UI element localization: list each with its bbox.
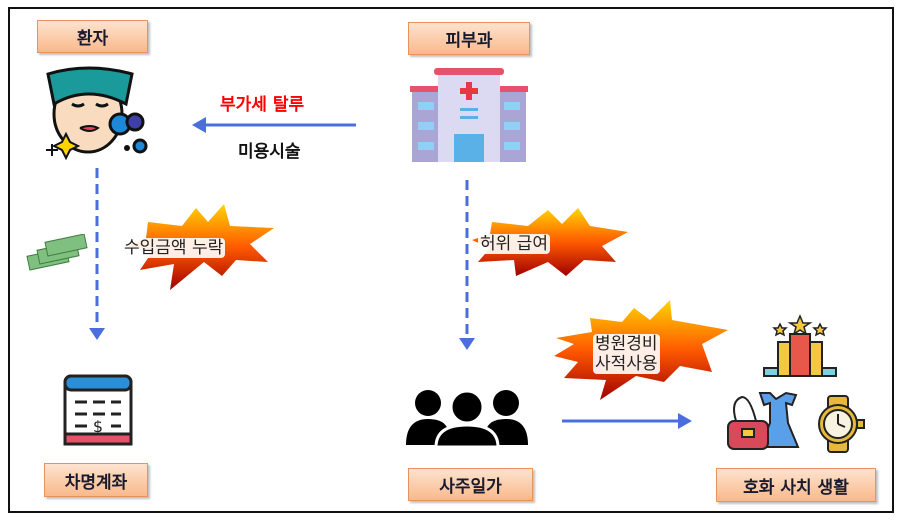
vat-evasion-text: 부가세 탈루: [220, 95, 305, 115]
hospital-icon: [410, 68, 528, 162]
arrow-family-to-luxury: [562, 413, 692, 429]
fake-salary-text: 허위 급여: [478, 234, 550, 254]
patient-face-icon: [46, 66, 148, 161]
watch-icon: [818, 395, 865, 453]
diagram-frame: [8, 7, 894, 513]
svg-text:$: $: [93, 417, 103, 436]
borrowed-account-label: 차명계좌: [44, 463, 148, 497]
owner-family-label: 사주일가: [408, 468, 533, 501]
bankbook-icon: $: [63, 374, 133, 446]
arrow-clinic-to-family: [459, 180, 475, 350]
people-group-icon: [406, 389, 528, 447]
expense-misuse-text: 병원경비 사적사용: [593, 334, 660, 374]
arrow-clinic-to-patient: [192, 117, 356, 133]
hotel-stars-icon: [763, 314, 837, 377]
arrow-patient-to-account: [89, 168, 105, 340]
cosmetic-procedure-text: 미용시술: [238, 142, 301, 162]
money-stack-icon: [26, 234, 88, 271]
starburst-salary: [472, 208, 628, 276]
expense-misuse-line1: 병원경비: [595, 334, 658, 354]
expense-misuse-line2: 사적사용: [595, 354, 658, 374]
income-omission-text: 수입금액 누락: [122, 238, 226, 258]
luxury-life-label: 호화 사치 생활: [716, 468, 876, 502]
bag-dress-icon: [727, 391, 800, 450]
clinic-label: 피부과: [408, 22, 530, 55]
patient-label: 환자: [37, 20, 148, 53]
